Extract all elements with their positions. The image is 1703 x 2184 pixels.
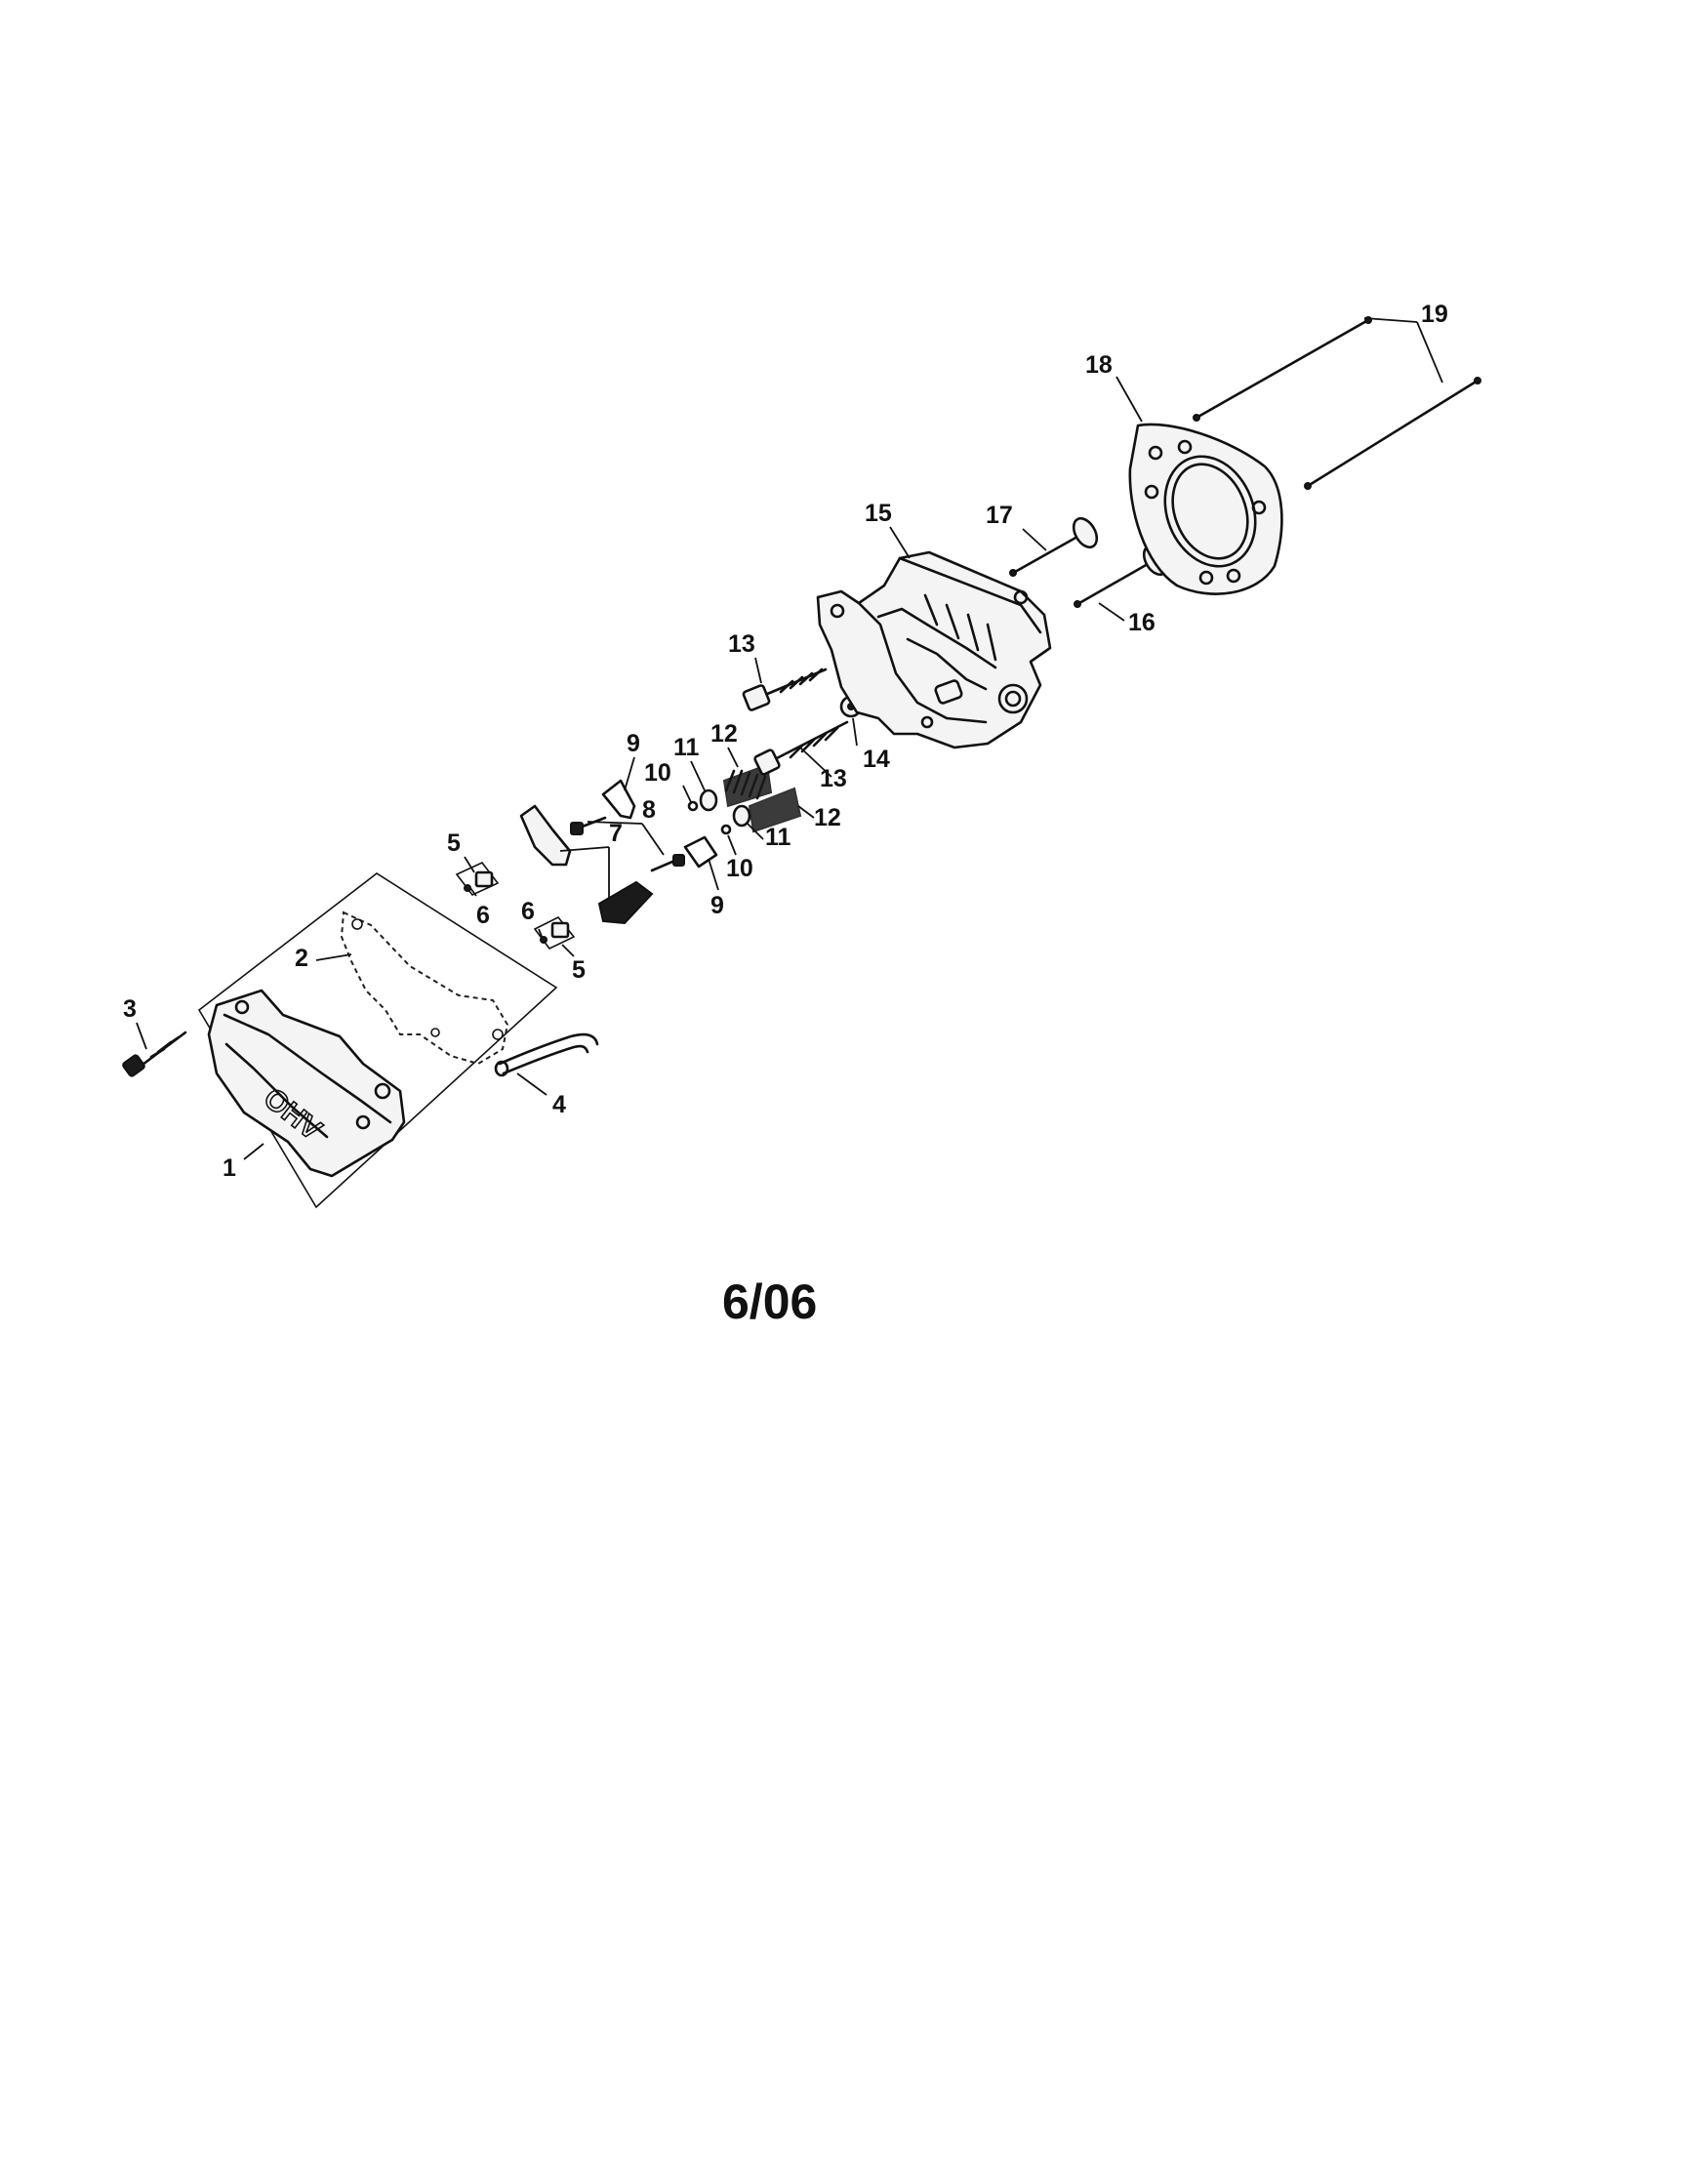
cylinder-head — [816, 550, 1052, 749]
callout-5-lower: 5 — [572, 956, 586, 984]
callout-13-lower: 13 — [820, 765, 847, 792]
pivot-bolt-lower — [650, 854, 685, 872]
kit-boundary-outline — [197, 872, 558, 1209]
cover-bolt — [122, 1031, 187, 1077]
callout-6-upper: 6 — [476, 902, 490, 929]
callout-15: 15 — [865, 500, 892, 527]
callout-12-upper: 12 — [710, 720, 738, 748]
valve-spring-upper — [722, 763, 773, 808]
callout-12-lower: 12 — [814, 804, 841, 831]
retainer-lower — [732, 804, 751, 828]
guide-plate-upper — [601, 779, 636, 820]
retainer-upper — [699, 789, 718, 812]
pivot-bolt-upper — [570, 816, 607, 835]
head-bolt-lower — [753, 720, 849, 776]
exhaust-valve — [1009, 516, 1099, 577]
callout-11-upper: 11 — [673, 734, 700, 761]
callout-7: 7 — [609, 820, 623, 847]
keeper-lower — [720, 824, 732, 835]
rocker-stud-lower — [533, 915, 576, 950]
callout-18: 18 — [1085, 351, 1113, 379]
head-bolt-upper — [742, 667, 828, 711]
keeper-upper — [687, 800, 699, 812]
callout-3: 3 — [123, 995, 137, 1023]
rocker-arm-upper — [519, 804, 572, 867]
callout-11-lower: 11 — [765, 824, 791, 851]
rocker-arm-lower — [597, 880, 654, 925]
callout-4: 4 — [552, 1091, 566, 1118]
callout-6-lower: 6 — [521, 898, 535, 925]
valve-cover: OHV — [207, 989, 406, 1178]
callout-9-upper: 9 — [627, 730, 640, 757]
callout-17: 17 — [986, 502, 1013, 529]
callout-9-lower: 9 — [710, 892, 724, 919]
callout-2: 2 — [295, 945, 308, 972]
valve-spring-lower — [748, 787, 802, 833]
callout-1: 1 — [223, 1154, 236, 1182]
callout-19: 19 — [1421, 301, 1448, 328]
callout-10-lower: 10 — [726, 855, 753, 882]
callout-5-upper: 5 — [447, 829, 461, 857]
callout-8: 8 — [642, 796, 656, 824]
rocker-stud-upper — [455, 862, 500, 896]
callout-10-upper: 10 — [644, 759, 671, 787]
breather-tube — [494, 1032, 599, 1077]
callout-14: 14 — [863, 746, 890, 773]
valve-cover-gasket — [340, 910, 509, 1066]
callout-labels: 1 2 3 4 5 5 6 6 7 8 9 9 10 10 11 11 12 1… — [123, 301, 1448, 1182]
revision-date: 6/06 — [722, 1274, 818, 1329]
guide-plate-lower — [683, 835, 718, 869]
head-gasket — [1128, 423, 1283, 595]
leader-lines — [136, 317, 1443, 1160]
callout-13-upper: 13 — [728, 630, 755, 658]
callout-16: 16 — [1128, 609, 1156, 636]
